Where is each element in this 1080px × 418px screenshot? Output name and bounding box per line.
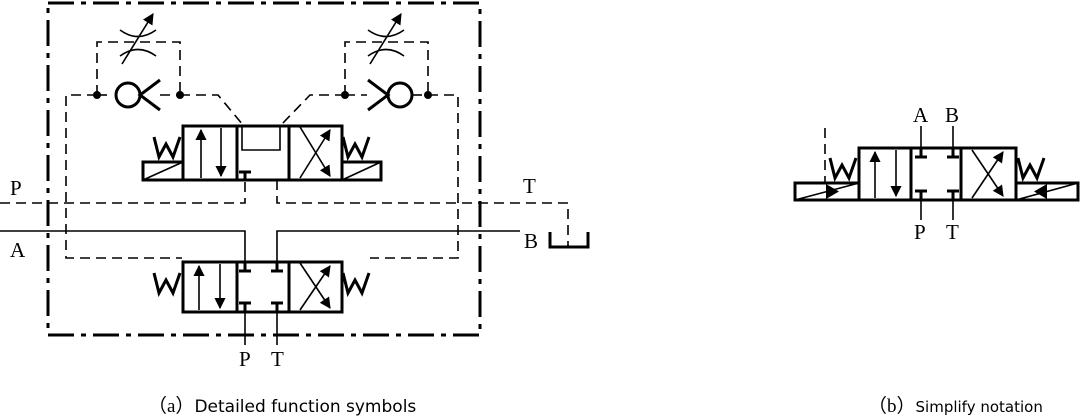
port-label-t-bottom-b: T (946, 220, 959, 244)
figure-b-simplified-symbol: A B P T （b）Simplify notation (793, 103, 1080, 417)
right-throttle-check-valve (341, 13, 432, 112)
caption-a-paren: （a） (148, 395, 194, 417)
upper-pilot-valve (141, 124, 383, 182)
left-throttle-check-valve (93, 13, 184, 112)
caption-b: （b）Simplify notation (868, 395, 1043, 417)
tank-symbol (548, 232, 590, 249)
caption-b-paren: （b） (868, 395, 916, 417)
port-label-b-top: B (945, 103, 959, 127)
work-lines (0, 230, 520, 262)
port-label-p-bottom: P (239, 347, 251, 371)
caption-a: （a）Detailed function symbols (148, 395, 416, 417)
caption-b-text: Simplify notation (916, 398, 1043, 416)
caption-a-text: Detailed function symbols (194, 397, 416, 417)
valve-block-boundary (46, 1, 482, 337)
lower-main-valve (152, 260, 371, 345)
port-label-p-bottom-b: P (914, 220, 926, 244)
port-label-a-top: A (913, 103, 929, 127)
port-label-a-left: A (10, 238, 26, 262)
port-label-b-right: B (524, 229, 538, 253)
port-label-t-right: T (523, 174, 536, 198)
figure-a-detailed-symbols: P A T B P T （a）Detailed function symbols (0, 1, 590, 417)
port-label-p-left: P (10, 176, 22, 200)
port-label-t-bottom: T (271, 347, 284, 371)
pilot-dashed-lines (0, 94, 569, 259)
